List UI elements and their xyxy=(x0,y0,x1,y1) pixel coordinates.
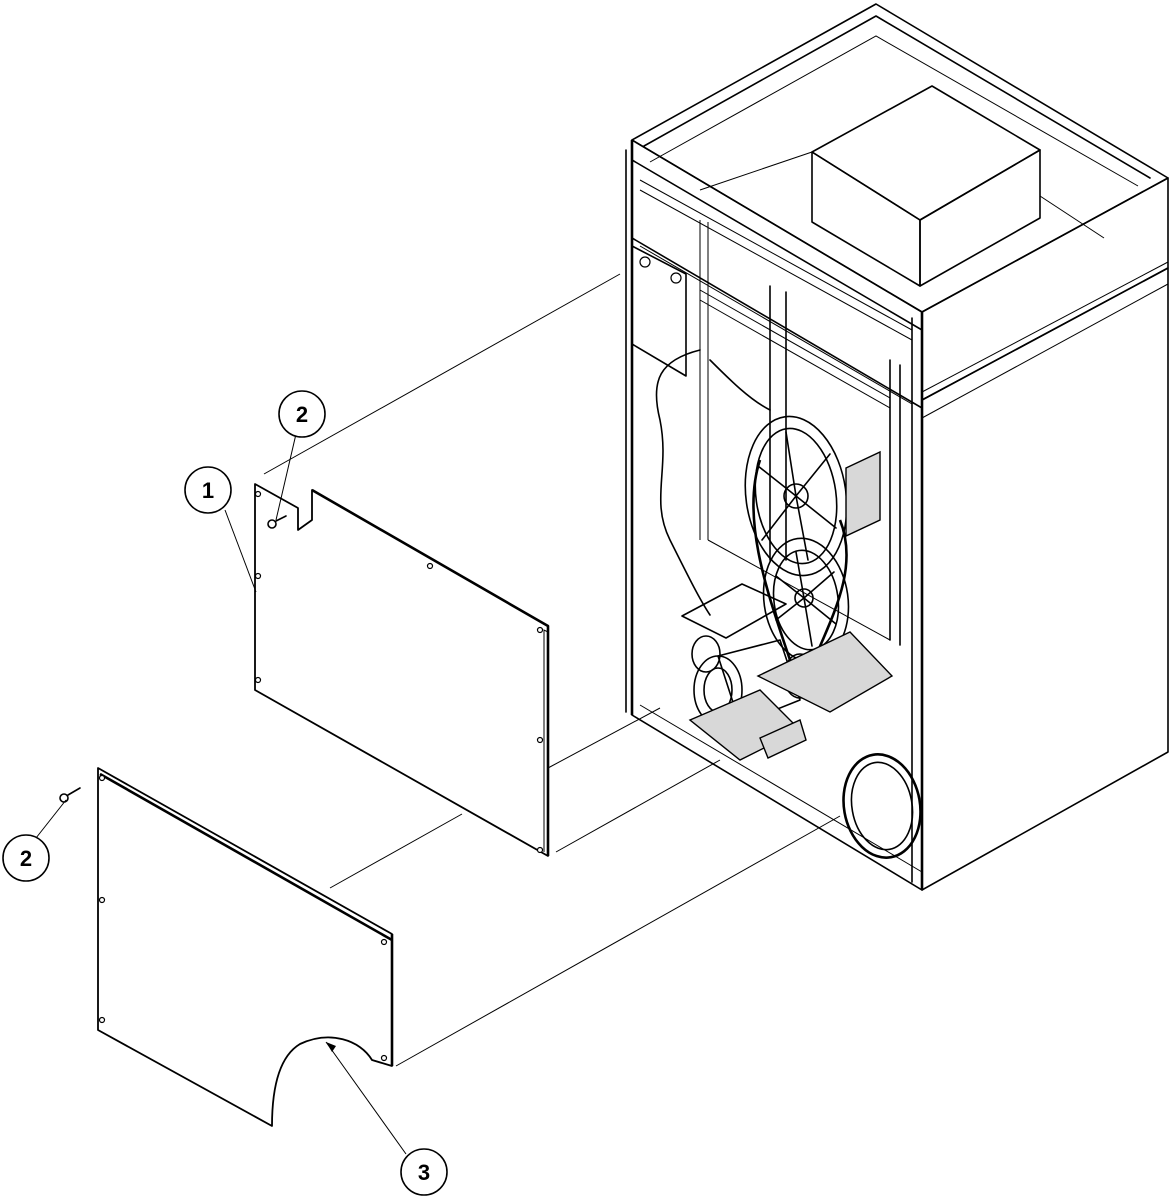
screw-upper xyxy=(267,515,287,529)
screw-lower xyxy=(59,787,81,803)
blower-cabinet xyxy=(625,3,1169,891)
svg-text:3: 3 xyxy=(418,1160,430,1185)
callout-leaders xyxy=(35,433,407,1155)
blower-pulley xyxy=(744,415,881,577)
access-panel-upper xyxy=(254,483,550,857)
explode-lines xyxy=(263,273,841,1067)
svg-text:2: 2 xyxy=(296,402,308,427)
access-panel-lower xyxy=(97,767,394,1127)
callout-2-lower: 2 xyxy=(2,834,50,882)
motor xyxy=(681,583,894,761)
callout-3: 3 xyxy=(400,1148,448,1196)
callout-1: 1 xyxy=(184,466,232,514)
svg-text:2: 2 xyxy=(20,846,32,871)
svg-text:1: 1 xyxy=(202,478,214,503)
callout-2-upper: 2 xyxy=(278,390,326,438)
